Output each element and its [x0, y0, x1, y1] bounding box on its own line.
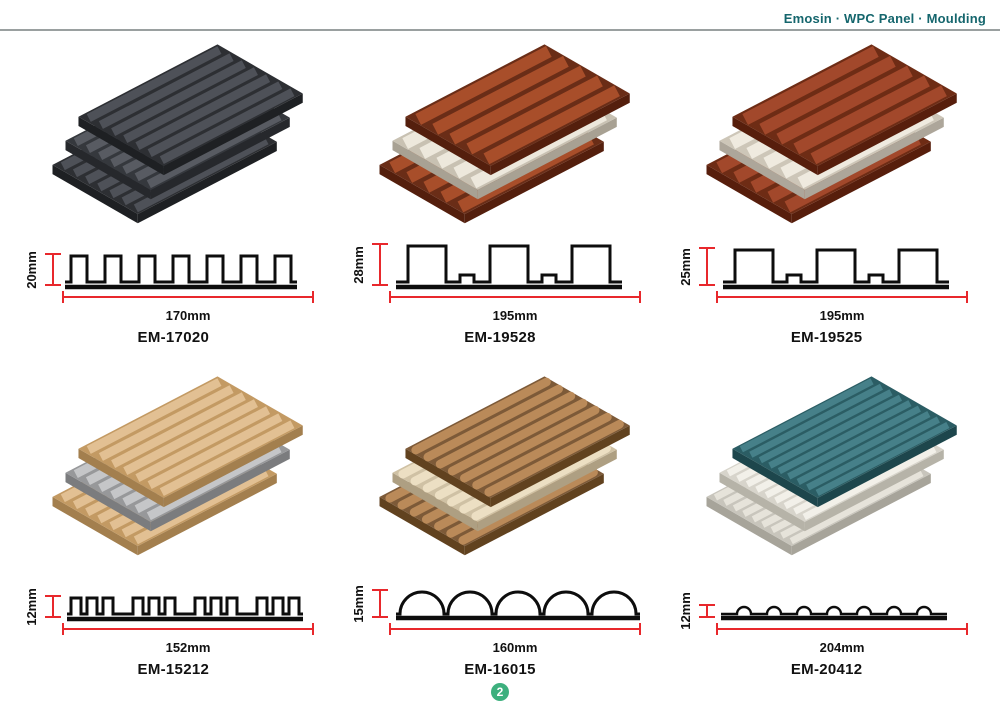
profile-drawing: 12mm 204mm	[678, 592, 968, 655]
profile-outline	[722, 248, 949, 284]
dimension-lines	[698, 604, 968, 635]
product-photo	[686, 37, 968, 227]
profile-outline	[395, 590, 640, 616]
width-label: 152mm	[166, 640, 211, 655]
profile-outline	[67, 596, 304, 616]
product-card: 25mm 195mm EM-19525	[663, 37, 990, 359]
profile-drawing: 25mm 195mm	[678, 247, 968, 323]
product-code: EM-19525	[790, 329, 863, 346]
page-number-badge: 2	[491, 683, 509, 701]
product-photo	[359, 369, 641, 559]
product-photo	[32, 37, 314, 227]
product-card: 20mm 170mm EM-17020	[10, 37, 337, 359]
profile-outline	[720, 605, 947, 616]
product-card: 28mm 195mm EM-19528	[337, 37, 664, 359]
product-photo	[686, 369, 968, 559]
product-photo	[32, 369, 314, 559]
height-label: 12mm	[24, 588, 39, 626]
product-grid: 20mm 170mm EM-17020 28mm 195mm EM-19528	[0, 31, 1000, 691]
dimension-lines	[698, 247, 968, 303]
width-label: 195mm	[819, 308, 864, 323]
height-label: 12mm	[678, 592, 693, 630]
profile-outline	[65, 254, 298, 284]
dimension-lines	[371, 589, 641, 635]
product-card: 12mm 152mm EM-15212	[10, 369, 337, 691]
product-card: 15mm 160mm EM-16015	[337, 369, 664, 691]
profile-drawing: 12mm 152mm	[24, 588, 315, 655]
height-label: 25mm	[678, 248, 693, 286]
product-code: EM-17020	[137, 329, 210, 346]
height-label: 28mm	[351, 246, 366, 284]
profile-drawing: 20mm 170mm	[24, 251, 315, 323]
product-card: 12mm 204mm EM-20412	[663, 369, 990, 691]
product-code: EM-15212	[137, 661, 210, 678]
brand-title: Emosin · WPC Panel · Moulding	[783, 11, 986, 26]
profile-outline	[395, 244, 622, 284]
dimension-lines	[371, 243, 641, 303]
product-photo	[359, 37, 641, 227]
dimension-lines	[45, 253, 315, 303]
page-number: 2	[496, 685, 504, 699]
dimension-lines	[45, 595, 315, 635]
width-label: 195mm	[493, 308, 538, 323]
product-code: EM-20412	[790, 661, 863, 678]
profile-drawing: 28mm 195mm	[351, 243, 641, 323]
profile-drawing: 15mm 160mm	[351, 585, 641, 655]
product-code: EM-19528	[464, 329, 536, 346]
height-label: 20mm	[24, 251, 39, 289]
header: Emosin · WPC Panel · Moulding	[0, 0, 1000, 31]
height-label: 15mm	[351, 585, 366, 623]
width-label: 170mm	[166, 308, 211, 323]
product-code: EM-16015	[464, 661, 536, 678]
width-label: 160mm	[493, 640, 538, 655]
width-label: 204mm	[819, 640, 864, 655]
